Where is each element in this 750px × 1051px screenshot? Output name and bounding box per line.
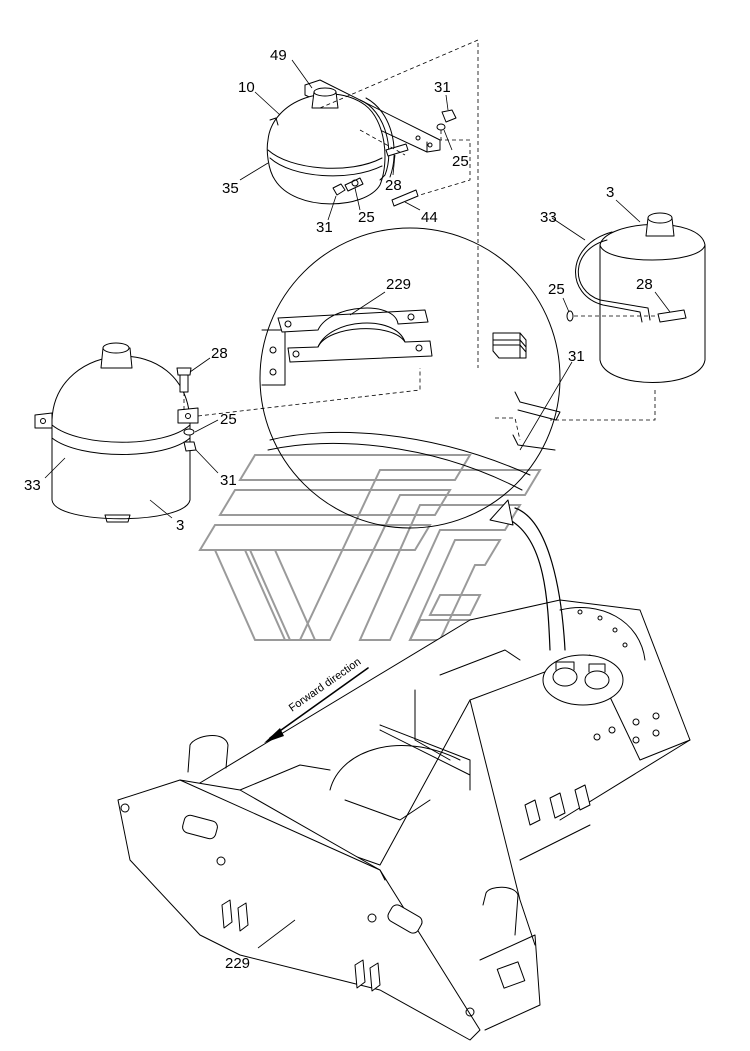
callout-229-frame: 229 — [225, 955, 250, 972]
callout-3-right: 3 — [606, 184, 614, 201]
bracket-229-detail — [277, 307, 433, 363]
callout-44: 44 — [421, 209, 438, 226]
callout-10: 10 — [238, 79, 255, 96]
callout-31-mid: 31 — [316, 219, 333, 236]
callout-31-top: 31 — [434, 79, 451, 96]
leader-lines — [44, 59, 671, 949]
callout-labels: 49 10 31 25 35 28 31 25 44 3 33 229 25 2… — [24, 47, 653, 972]
callout-25-mid: 25 — [358, 209, 375, 226]
watermark-logo — [198, 454, 542, 641]
detail-magnifier-circle — [259, 227, 561, 529]
callout-31-right: 31 — [568, 348, 585, 365]
tank-assembly-top — [266, 39, 479, 368]
callout-3-left: 3 — [176, 517, 184, 534]
tank-assembly-left — [34, 342, 421, 523]
callout-28-top: 28 — [385, 177, 402, 194]
callout-35: 35 — [222, 180, 239, 197]
callout-49: 49 — [270, 47, 287, 64]
callout-25-right: 25 — [548, 281, 565, 298]
callout-33-right: 33 — [540, 209, 557, 226]
main-frame-229 — [117, 599, 691, 1041]
callout-31-left: 31 — [220, 472, 237, 489]
callout-229-detail: 229 — [386, 276, 411, 293]
detail-pointer-arrow — [489, 499, 566, 651]
callout-25-left: 25 — [220, 411, 237, 428]
callout-25-top: 25 — [452, 153, 469, 170]
tank-assembly-right — [495, 212, 706, 451]
callout-33-left: 33 — [24, 477, 41, 494]
callout-28-right: 28 — [636, 276, 653, 293]
callout-28-left: 28 — [211, 345, 228, 362]
